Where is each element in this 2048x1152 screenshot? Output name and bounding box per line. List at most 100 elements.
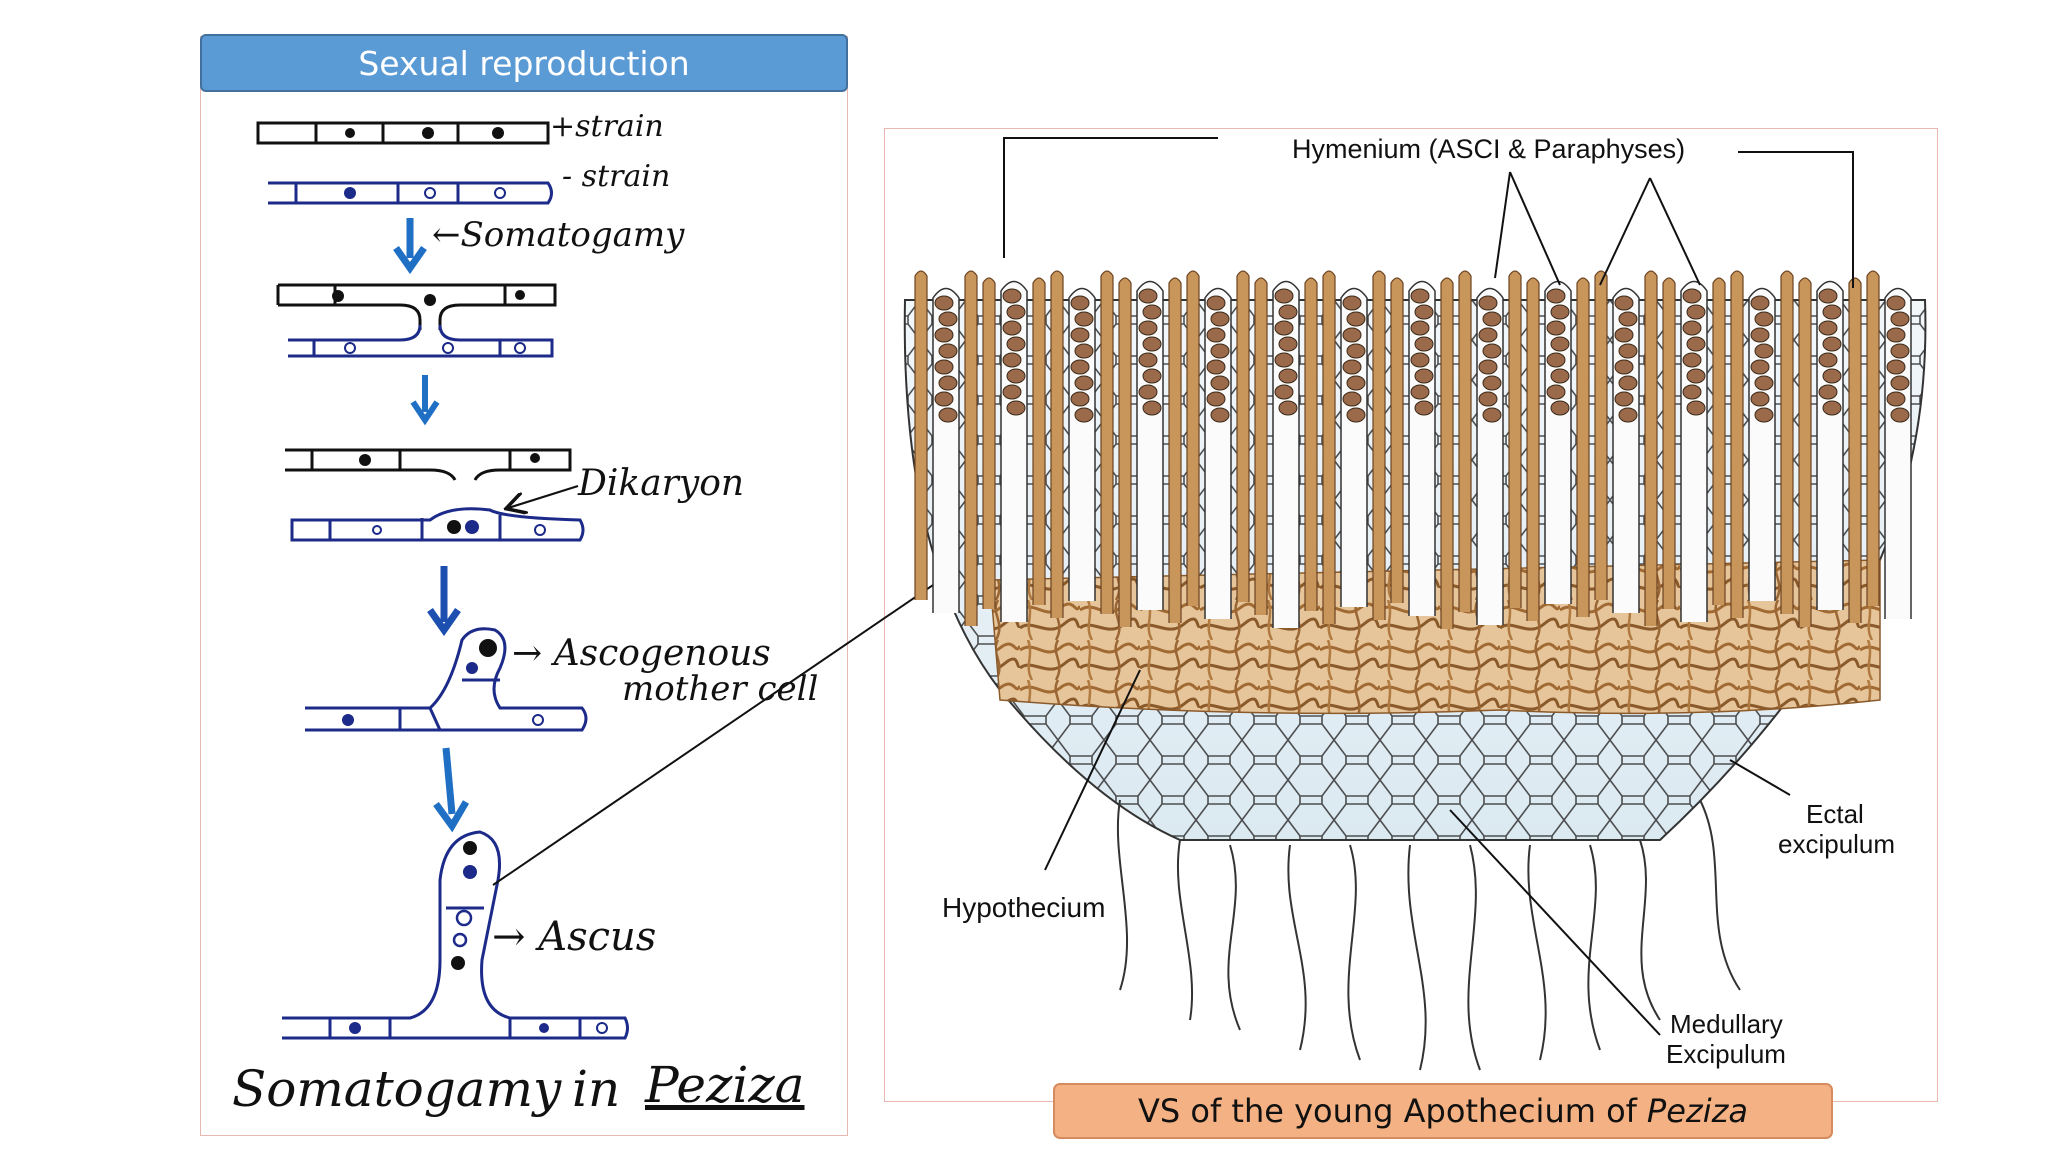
ascospore — [1482, 343, 1502, 359]
ascospore — [1278, 336, 1298, 352]
title-text: Sexual reproduction — [358, 43, 690, 83]
ascospore — [1274, 288, 1294, 304]
ascospore — [1274, 384, 1294, 400]
paraphysis — [1236, 270, 1250, 602]
bottom-caption-in: in — [572, 1060, 620, 1118]
ascospore — [1546, 352, 1566, 368]
ascospore — [1890, 311, 1910, 327]
ascospore — [1822, 336, 1842, 352]
ascospore — [1278, 368, 1298, 384]
ascospore — [1138, 352, 1158, 368]
ascospore — [1478, 391, 1498, 407]
ascospore — [1754, 407, 1774, 423]
paraphysis — [1118, 277, 1132, 627]
ascospore — [1278, 400, 1298, 416]
paraphysis — [1526, 277, 1540, 621]
ectal-label-line1: Ectal — [1806, 799, 1864, 829]
plus-strain-label: +strain — [550, 109, 664, 144]
ascospore — [1070, 391, 1090, 407]
ascospore — [1750, 295, 1770, 311]
ascospore — [1142, 368, 1162, 384]
paraphysis — [1254, 277, 1268, 615]
ascospore — [1478, 295, 1498, 311]
ascospore — [938, 407, 958, 423]
ascospore — [1686, 336, 1706, 352]
ascospore — [1346, 375, 1366, 391]
ascospore — [1070, 327, 1090, 343]
ascospore — [1074, 407, 1094, 423]
ascospore — [1886, 327, 1906, 343]
ascospore — [1886, 391, 1906, 407]
ascospore — [1550, 368, 1570, 384]
ascospore — [1002, 288, 1022, 304]
ascospore — [1550, 400, 1570, 416]
ascospore — [1754, 375, 1774, 391]
ascospore — [1074, 311, 1094, 327]
ascospore — [938, 311, 958, 327]
ascospore — [1138, 288, 1158, 304]
minus-strain-hypha — [268, 181, 553, 205]
ascospore — [1410, 352, 1430, 368]
ascospore — [1818, 352, 1838, 368]
ascospore — [1818, 288, 1838, 304]
paraphysis — [1440, 277, 1454, 629]
paraphysis — [1576, 277, 1590, 617]
paraphysis — [964, 270, 978, 626]
hymenium-label: Hymenium (ASCI & Paraphyses) — [1292, 134, 1685, 164]
ascospore — [1006, 304, 1026, 320]
ascospore — [1274, 352, 1294, 368]
ascospore — [1886, 359, 1906, 375]
ascogenous-label-line1: → Ascogenous — [512, 633, 771, 674]
ascospore — [1346, 343, 1366, 359]
ascospore — [1002, 384, 1022, 400]
ascospore — [1414, 368, 1434, 384]
fusion-stage-hyphae — [276, 283, 557, 358]
paraphysis — [1780, 270, 1794, 614]
paraphysis — [1050, 270, 1064, 618]
paraphysis — [1100, 270, 1114, 614]
ascospore — [1410, 320, 1430, 336]
ascogenous-label-line2: mother cell — [622, 669, 818, 709]
ascospore — [934, 295, 954, 311]
ascospore — [1822, 400, 1842, 416]
medullary-label-line2: Excipulum — [1666, 1039, 1786, 1069]
ascospore — [1346, 407, 1366, 423]
ascospore — [1206, 327, 1226, 343]
ascospore — [1342, 327, 1362, 343]
ascospore — [1890, 343, 1910, 359]
paraphysis — [1322, 270, 1336, 624]
paraphysis — [1866, 270, 1880, 606]
ascospore — [1206, 391, 1226, 407]
ectal-leader — [1729, 759, 1791, 796]
ascospore — [1750, 327, 1770, 343]
ascospore — [1614, 327, 1634, 343]
paraphysis — [1458, 270, 1472, 612]
ascospore — [1822, 368, 1842, 384]
paraphysis — [914, 270, 928, 600]
ascospore — [1006, 400, 1026, 416]
ascospore — [1818, 384, 1838, 400]
blue-arrow-4 — [433, 747, 470, 833]
ascospore — [1618, 311, 1638, 327]
sexual-reproduction-title: Sexual reproduction — [200, 34, 848, 92]
ascospore — [1550, 304, 1570, 320]
ascospore — [1478, 359, 1498, 375]
ascospore — [1070, 359, 1090, 375]
left-panel — [200, 36, 848, 1136]
ascospore — [1210, 375, 1230, 391]
paraphysis — [1508, 270, 1522, 608]
apothecium-drawing — [903, 270, 1927, 1071]
paraphysis — [1390, 277, 1404, 603]
ascospore — [1278, 304, 1298, 320]
ascospore — [1750, 359, 1770, 375]
paraphysis — [1730, 270, 1744, 618]
hymenium-layer — [914, 270, 1912, 629]
ascospore — [1546, 320, 1566, 336]
ascospore — [1754, 343, 1774, 359]
ascospore — [938, 375, 958, 391]
ascospore — [1618, 407, 1638, 423]
medullary-label-line1: Medullary — [1670, 1009, 1783, 1039]
paraphysis — [1168, 277, 1182, 623]
